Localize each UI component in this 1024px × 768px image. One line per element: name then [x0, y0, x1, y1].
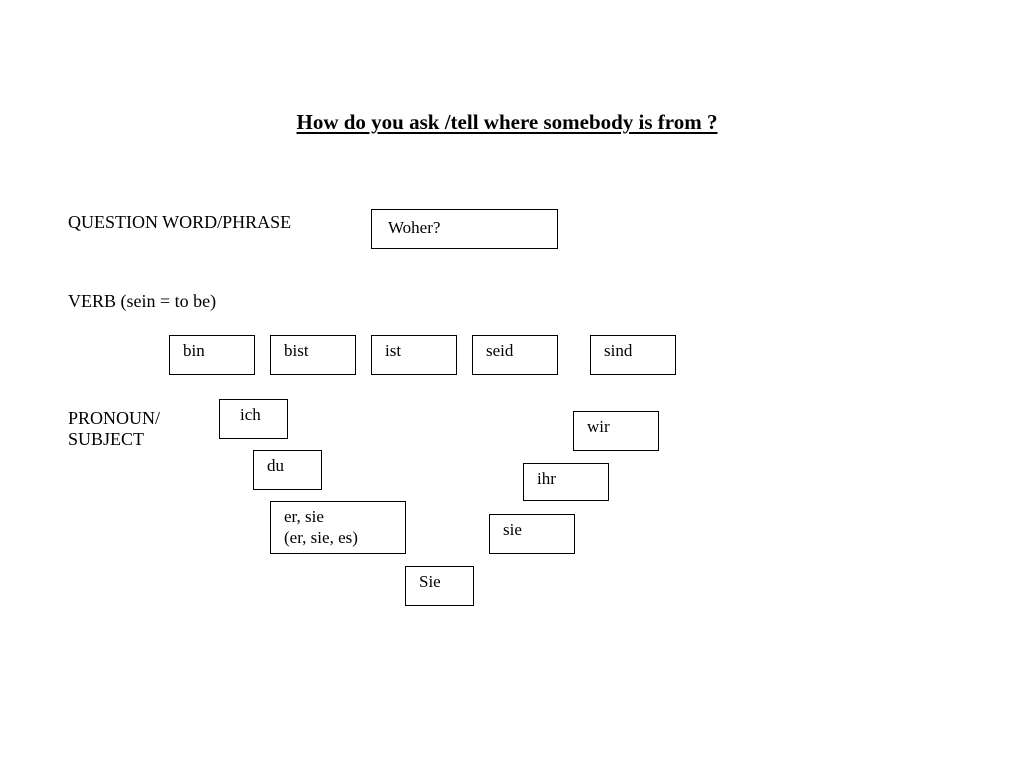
verb-text: seid — [486, 341, 514, 360]
pronoun-box-ihr: ihr — [523, 463, 609, 501]
pronoun-box-sie-plural: sie — [489, 514, 575, 554]
pronoun-text: sie — [503, 520, 522, 539]
verb-text: ist — [385, 341, 402, 360]
verb-text: sind — [604, 341, 633, 360]
pronoun-text: du — [267, 456, 284, 475]
pronoun-subject-label: PRONOUN/ SUBJECT — [68, 408, 160, 450]
verb-text: bist — [284, 341, 309, 360]
pronoun-text: Sie — [419, 572, 441, 591]
question-word-text: Woher? — [388, 218, 441, 237]
verb-box-bist: bist — [270, 335, 356, 375]
verb-box-seid: seid — [472, 335, 558, 375]
verb-box-bin: bin — [169, 335, 255, 375]
pronoun-box-wir: wir — [573, 411, 659, 451]
pronoun-box-ich: ich — [219, 399, 288, 439]
pronoun-label-line2: SUBJECT — [68, 429, 145, 449]
pronoun-text: wir — [587, 417, 610, 436]
pronoun-text: ihr — [537, 469, 556, 488]
pronoun-text: (er, sie, es) — [284, 528, 358, 547]
pronoun-box-Sie-formal: Sie — [405, 566, 474, 606]
slide-title: How do you ask /tell where somebody is f… — [296, 110, 718, 134]
pronoun-text: er, sie — [284, 507, 324, 526]
question-word-box: Woher? — [371, 209, 558, 249]
verb-text: bin — [183, 341, 205, 360]
verb-label: VERB (sein = to be) — [68, 291, 217, 311]
verb-box-ist: ist — [371, 335, 457, 375]
question-word-label: QUESTION WORD/PHRASE — [68, 212, 292, 232]
pronoun-label-line1: PRONOUN/ — [68, 408, 161, 428]
pronoun-box-du: du — [253, 450, 322, 490]
verb-box-sind: sind — [590, 335, 676, 375]
pronoun-text: ich — [240, 405, 261, 424]
pronoun-box-er-sie: er, sie (er, sie, es) — [270, 501, 406, 554]
